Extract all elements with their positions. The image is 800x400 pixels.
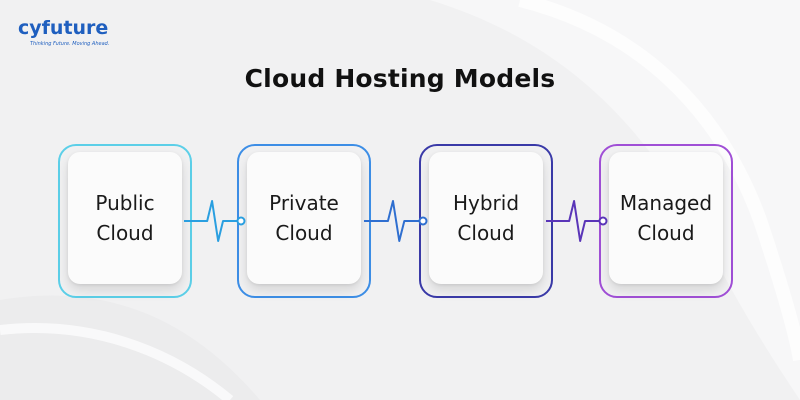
pulse-connector — [546, 200, 608, 242]
card-label-line2: Cloud — [275, 221, 333, 245]
card-label-line1: Private — [269, 191, 339, 215]
logo-wordmark: cyfuture — [18, 17, 108, 39]
pulse-dot — [598, 216, 608, 226]
pulse-connector — [184, 200, 246, 242]
logo-tagline: Thinking Future. Moving Ahead. — [30, 41, 109, 47]
card-label-line2: Cloud — [457, 221, 515, 245]
pulse-connector — [364, 200, 428, 242]
pulse-line — [364, 200, 421, 242]
card-label-line1: Hybrid — [452, 191, 520, 215]
cyfuture-logo: cyfuture Thinking Future. Moving Ahead. — [18, 17, 109, 47]
pulse-line — [546, 200, 601, 242]
pulse-line — [184, 200, 239, 242]
pulse-dot — [418, 216, 428, 226]
card-label-line1: Public — [95, 191, 155, 215]
card-label-line2: Cloud — [96, 221, 154, 245]
page-title: Cloud Hosting Models — [244, 64, 556, 93]
card-label-line2: Cloud — [637, 221, 695, 245]
pulse-dot — [236, 216, 246, 226]
card-label-line1: Managed — [619, 191, 713, 215]
